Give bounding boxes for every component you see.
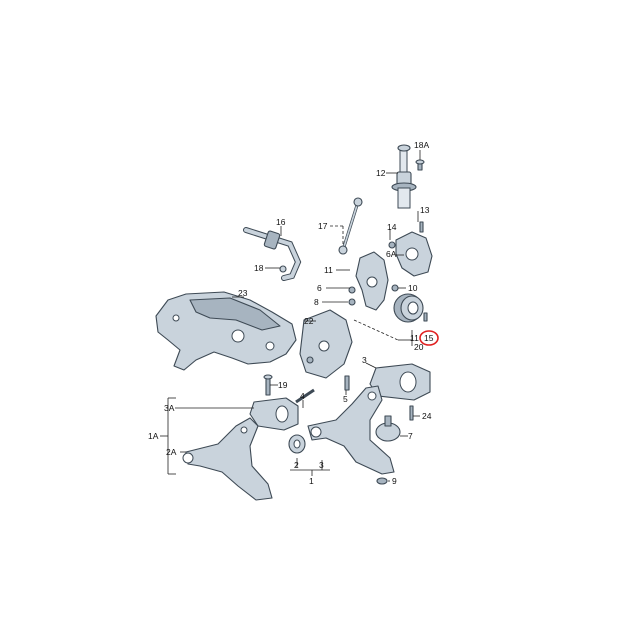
callout-17: 17	[318, 221, 328, 231]
callout-1A: 1A	[148, 431, 159, 441]
leader-lines	[160, 150, 421, 482]
callout-11-lower: 11	[410, 333, 419, 343]
shock-absorber-part	[391, 144, 417, 209]
callout-7: 7	[408, 431, 413, 441]
callout-18A: 18A	[414, 140, 429, 150]
bolt-18A-part	[415, 159, 425, 171]
callout-8: 8	[314, 297, 319, 307]
callout-16: 16	[276, 217, 286, 227]
bracket-part	[299, 309, 353, 379]
callout-6A: 6A	[386, 249, 397, 259]
callout-9: 9	[392, 476, 397, 486]
wheel-bearing-housing-part	[388, 221, 433, 277]
callout-18: 18	[254, 263, 264, 273]
subframe-part	[155, 291, 297, 371]
callout-2A: 2A	[166, 447, 177, 457]
bush-2-part	[288, 434, 306, 454]
callout-10: 10	[408, 283, 418, 293]
rear-bush-part	[369, 363, 431, 401]
callout-23: 23	[238, 288, 248, 298]
callout-3-lower: 3	[319, 460, 324, 470]
steering-knuckle-part	[348, 251, 399, 311]
bolt-19-part	[263, 374, 273, 396]
coupling-rod-part	[338, 197, 363, 255]
callout-13: 13	[420, 205, 430, 215]
callout-20: 20	[414, 342, 424, 352]
highlight-circle	[419, 330, 439, 346]
callout-12: 12	[376, 168, 386, 178]
callout-19: 19	[278, 380, 288, 390]
callout-labels: 18A 12 13 14 6A 16 17 18 11 6 10 8 23 22…	[148, 140, 434, 486]
wheel-bearing-part	[393, 293, 428, 323]
callout-11-upper: 11	[324, 265, 333, 275]
bolt-4-part	[295, 388, 315, 404]
wishbone-1A-part	[182, 417, 273, 501]
nut-9-part	[376, 477, 388, 485]
callout-1: 1	[309, 476, 314, 486]
bush-3A-part	[249, 397, 299, 431]
callout-3A: 3A	[164, 403, 175, 413]
anti-roll-bar-part	[243, 227, 302, 281]
wishbone-part	[307, 385, 395, 475]
callout-15: 15	[424, 333, 434, 343]
callout-2: 2	[294, 460, 299, 470]
callout-24: 24	[422, 411, 432, 421]
bolt-5-part	[344, 375, 350, 391]
ball-joint-part	[375, 405, 414, 442]
callout-4: 4	[300, 391, 305, 401]
callout-3-upper: 3	[362, 355, 367, 365]
callout-14: 14	[387, 222, 397, 232]
callout-22: 22	[304, 316, 314, 326]
callout-6: 6	[317, 283, 322, 293]
callout-5: 5	[343, 394, 348, 404]
